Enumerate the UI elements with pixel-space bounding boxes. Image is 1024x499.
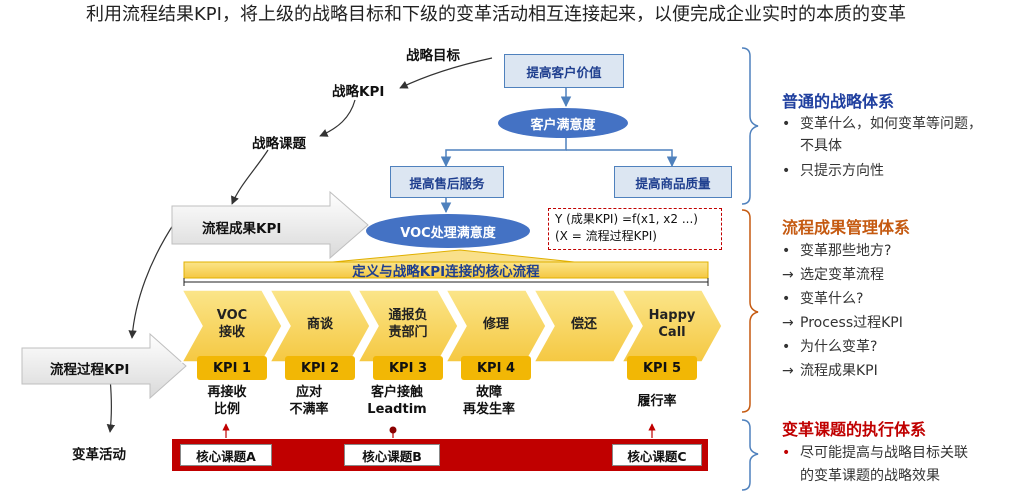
result-kpi-arrow xyxy=(171,190,369,260)
process-result-kpi-label: 流程成果KPI xyxy=(202,221,282,237)
task-a: 核心课题A xyxy=(180,444,272,466)
voc-satisfaction-oval: VOC处理满意度 xyxy=(366,214,530,248)
task-b: 核心课题B xyxy=(344,444,440,466)
section-process-item-0: •变革那些地方? xyxy=(782,243,892,259)
step-notify-dept: 通报负 责部门 xyxy=(388,308,428,340)
section-process-item-4: •为什么变革? xyxy=(782,339,878,355)
customer-value-box: 提高客户价值 xyxy=(504,54,624,88)
section-execution-item-1: 的变革课题的战略效果 xyxy=(800,468,940,484)
formula-box: Y (成果KPI) =f(x1, x2 ...) (X = 流程过程KPI) xyxy=(548,208,722,250)
section-process-item-3: →Process过程KPI xyxy=(782,315,903,331)
slide-title: 利用流程结果KPI，将上级的战略目标和下级的变革活动相互连接起来，以便完成企业实… xyxy=(86,4,906,25)
process-chevrons xyxy=(180,289,723,363)
arrow-result-to-process xyxy=(128,221,176,339)
core-process-title: 定义与战略KPI连接的核心流程 xyxy=(352,264,540,280)
arrow-kpi-to-topic xyxy=(319,99,356,137)
strategy-kpi-label: 战略KPI xyxy=(332,84,385,100)
quality-box: 提高商品质量 xyxy=(614,166,732,198)
step-voc-receive: VOC 接收 xyxy=(216,308,248,340)
step-repair: 修理 xyxy=(482,316,509,332)
change-activity-label: 变革活动 xyxy=(72,447,126,463)
section-process-item-5: →流程成果KPI xyxy=(782,363,878,379)
kpi-text-1: 再接收 比例 xyxy=(207,385,247,417)
kpi-text-3: 客户接触 Leadtim xyxy=(367,385,427,417)
kpi-badge-2: KPI 2 xyxy=(285,356,355,380)
kpi-badge-4: KPI 4 xyxy=(461,356,531,380)
after-sales-box: 提高售后服务 xyxy=(390,166,504,198)
customer-satisfaction-oval: 客户满意度 xyxy=(498,108,628,138)
section-title-process: 流程成果管理体系 xyxy=(782,218,911,237)
section-execution-item-0: •尽可能提高与战略目标关联 xyxy=(782,445,968,461)
bracket-execution xyxy=(741,419,759,491)
step-consult: 商谈 xyxy=(306,316,333,332)
section-strategy-item-1: 不具体 xyxy=(800,138,842,154)
kpi-text-5: 履行率 xyxy=(637,394,677,409)
step-happy-call: Happy Call xyxy=(648,308,696,340)
section-process-item-1: →选定变革流程 xyxy=(782,267,884,283)
formula-line1: Y (成果KPI) =f(x1, x2 ...) xyxy=(555,212,698,226)
kpi-badge-3: KPI 3 xyxy=(373,356,443,380)
process-kpi-label: 流程过程KPI xyxy=(50,362,130,378)
process-kpi-arrow xyxy=(21,332,187,400)
strategy-topic-label: 战略课题 xyxy=(252,136,306,152)
section-strategy-item-2: •只提示方向性 xyxy=(782,163,884,179)
task-b-dot xyxy=(389,426,397,434)
kpi-badge-1: KPI 1 xyxy=(197,356,267,380)
strategy-goal-label: 战略目标 xyxy=(406,48,460,64)
task-c: 核心课题C xyxy=(612,444,702,466)
section-title-execution: 变革课题的执行体系 xyxy=(782,420,927,439)
step-repay: 偿还 xyxy=(570,316,597,332)
section-strategy-item-0: •变革什么，如何变革等问题， xyxy=(782,116,982,132)
kpi-badge-5: KPI 5 xyxy=(627,356,697,380)
kpi-text-4: 故障 再发生率 xyxy=(462,385,515,417)
arrow-goal-to-kpi xyxy=(399,57,493,89)
bracket-strategy xyxy=(741,47,759,205)
arrow-process-to-activity xyxy=(106,377,116,433)
section-process-item-2: •变革什么? xyxy=(782,291,864,307)
bracket-process xyxy=(741,209,759,413)
section-title-strategy: 普通的战略体系 xyxy=(782,92,895,111)
arrow-topic-to-result xyxy=(231,149,269,205)
formula-line2: (X = 流程过程KPI) xyxy=(555,229,657,243)
kpi-text-2: 应对 不满率 xyxy=(289,385,329,417)
